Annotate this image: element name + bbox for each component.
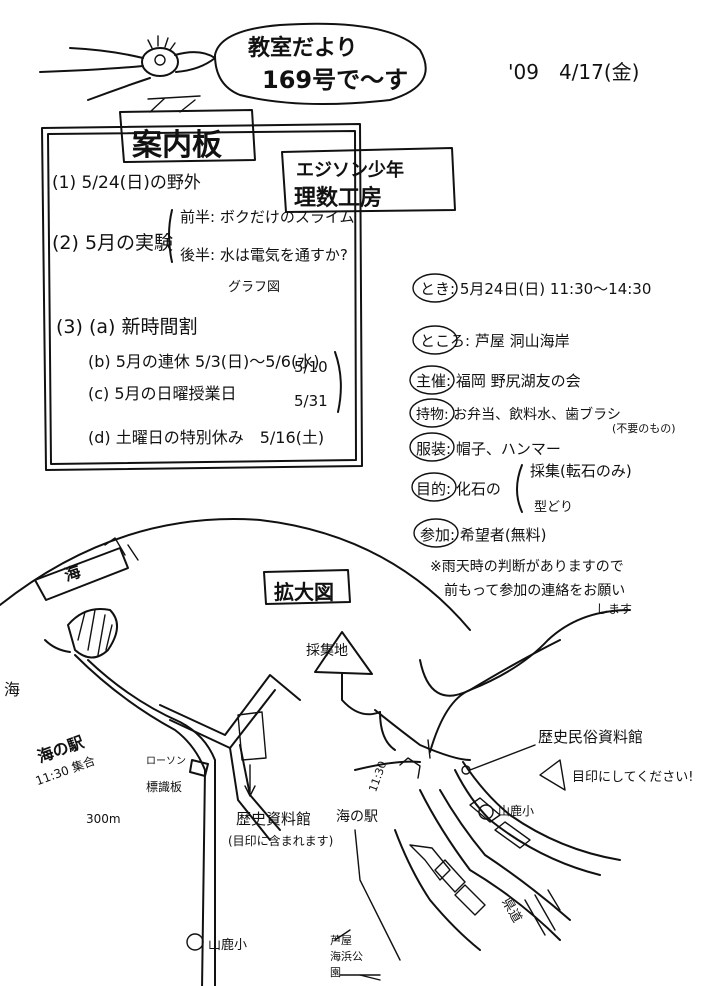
rain-note-3: します <box>596 602 633 616</box>
distance-label: 300m <box>86 812 121 826</box>
issue-date: '09 4/17(金) <box>508 60 640 84</box>
enlarged-map-box <box>263 569 351 605</box>
event-purpose-label: 目的: 化石の <box>416 480 501 498</box>
bracket-sunday <box>334 351 342 413</box>
notice-item-3c-date-2: 5/31 <box>294 392 328 410</box>
event-belongings: 持物: お弁当、飲料水、歯ブラシ <box>416 407 621 423</box>
notice-item-3-label: (3) (a) 新時間割 <box>56 316 198 338</box>
event-place: ところ: 芦屋 洞山海岸 <box>420 332 570 350</box>
enlarged-map-title: 拡大図 <box>274 580 334 604</box>
lawson-label: ローソン <box>146 756 186 767</box>
speech-bubble <box>214 22 427 105</box>
event-participation: 参加: 希望者(無料) <box>420 526 547 544</box>
notice-item-2-label: (2) 5月の実験 <box>52 232 174 254</box>
signpost-label: 標識板 <box>146 780 183 794</box>
notice-item-2-second: 後半: 水は電気を通すか? <box>180 246 348 264</box>
event-purpose-b: 型どり <box>534 500 574 515</box>
newsletter-issue: 169号で〜す <box>262 66 409 94</box>
bracket-experiment <box>168 209 173 263</box>
sign-line-1: エジソン少年 <box>296 160 404 181</box>
landmark-note: 目印にしてください! <box>572 770 694 785</box>
bracket-purpose <box>516 464 523 513</box>
school-right-label: 山鹿小 <box>498 804 535 818</box>
notice-board-title: 案内板 <box>132 128 222 163</box>
notice-item-3c-date-1: 5/10 <box>294 358 328 376</box>
school-left-label: 山鹿小 <box>208 938 248 953</box>
event-organizer: 主催: 福岡 野尻湖友の会 <box>416 372 581 390</box>
notice-item-1: (1) 5/24(日)の野外 <box>52 173 201 193</box>
map-circle <box>0 518 471 631</box>
notice-item-3c: (c) 5月の日曜授業日 <box>88 384 237 403</box>
map-sea-side-label: 海 <box>4 680 21 699</box>
notice-board-frame <box>41 95 363 471</box>
event-purpose-a: 採集(転石のみ) <box>530 462 632 480</box>
notice-item-2-note: グラフ図 <box>228 280 281 295</box>
rain-note-2: 前もって参加の連絡をお願い <box>444 583 626 599</box>
event-clothing: 服装: 帽子、ハンマー <box>416 440 561 458</box>
museum-left-label: 歴史資料館 <box>236 810 312 828</box>
bird-doodle <box>39 35 216 101</box>
museum-right-label: 歴史民俗資料館 <box>538 728 644 746</box>
notice-item-3b: (b) 5月の連休 5/3(日)〜5/6(水) <box>88 352 320 371</box>
park-label: 芦屋 海浜公園 <box>330 934 363 979</box>
right-map <box>314 609 631 981</box>
station-right-label: 海の駅 <box>336 809 378 825</box>
museum-left-note: (目印に含まれます) <box>228 834 334 848</box>
collection-site-label: 採集地 <box>306 643 348 659</box>
notice-item-2-first: 前半: ボクだけのスライム <box>180 208 355 226</box>
event-belongings-note: (不要のもの) <box>612 422 676 435</box>
notice-item-3d: (d) 土曜日の特別休み 5/16(土) <box>88 428 325 447</box>
left-map <box>34 537 301 986</box>
rain-note-1: ※雨天時の判断がありますので <box>430 559 624 575</box>
sign-line-2: 理数工房 <box>294 186 383 211</box>
newsletter-title: 教室だより <box>248 36 358 61</box>
event-time: とき: 5月24日(日) 11:30〜14:30 <box>420 280 652 298</box>
event-label-circles <box>409 273 459 548</box>
sign-box <box>281 147 456 213</box>
